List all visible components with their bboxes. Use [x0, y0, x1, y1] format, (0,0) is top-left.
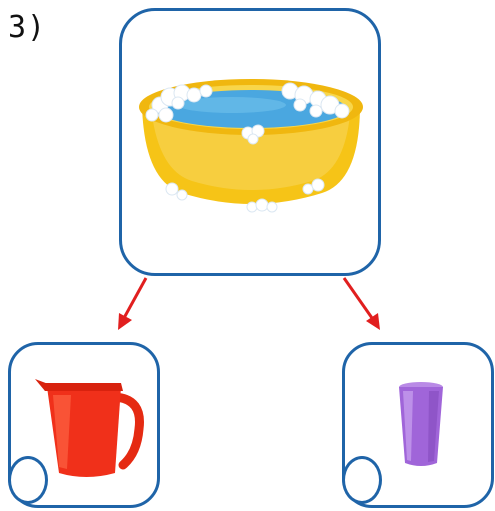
- purple-cup-icon: [399, 382, 443, 466]
- red-measuring-jug-icon: [35, 379, 144, 477]
- basin-with-soapy-water-icon: [139, 79, 363, 213]
- left-picture-card: [8, 342, 160, 508]
- main-picture-card: [119, 8, 381, 276]
- answer-circle-right[interactable]: [342, 456, 382, 504]
- question-number: 3): [8, 10, 47, 45]
- answer-circle-left[interactable]: [8, 456, 48, 504]
